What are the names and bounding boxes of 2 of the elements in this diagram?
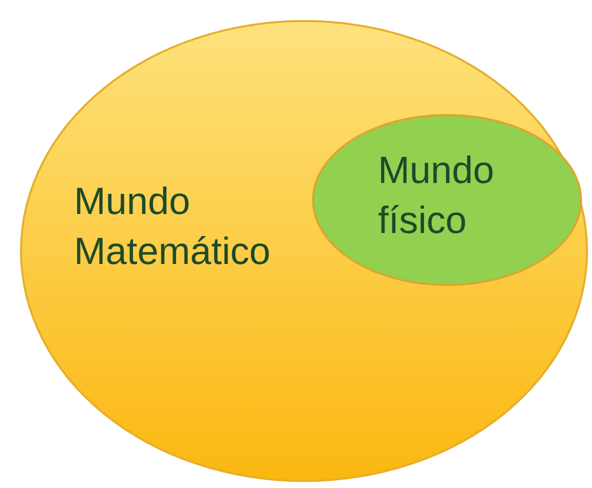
region-label: Mundo Matemático: [74, 180, 272, 275]
region-label: Mundo físico: [378, 149, 496, 244]
